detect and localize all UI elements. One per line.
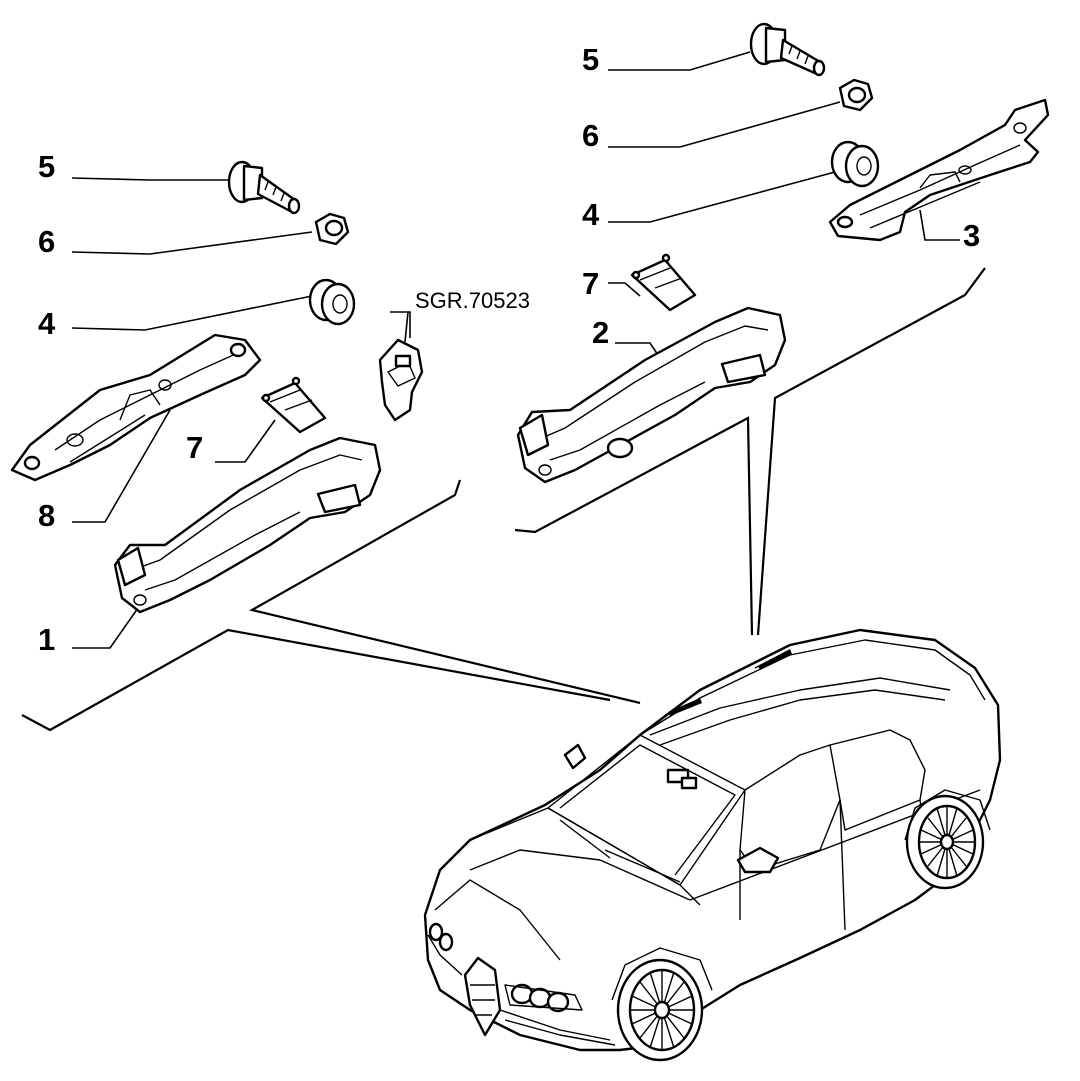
wheel-icon [905, 794, 985, 890]
nut-icon [838, 78, 874, 112]
bracket-icon [10, 333, 262, 482]
door-handle-icon [516, 306, 787, 484]
screw-icon [227, 160, 301, 215]
left-section-frame [21, 479, 641, 732]
callout-left-6: 6 [38, 224, 55, 259]
grommet-icon [308, 278, 356, 326]
callout-numbers: 5 6 4 7 8 1 5 6 4 7 2 3 SGR.70523 [38, 42, 980, 657]
screw-icon [749, 22, 826, 77]
grommet-icon [830, 140, 880, 188]
headlight-icon [428, 922, 454, 952]
callout-left-7: 7 [186, 430, 203, 465]
callout-left-4: 4 [38, 306, 56, 341]
callout-right-2: 2 [592, 315, 609, 350]
car-illustration [423, 628, 1002, 1062]
callout-right-7: 7 [582, 266, 599, 301]
callout-right-6: 6 [582, 118, 599, 153]
seal-icon [378, 338, 424, 422]
callout-right-5: 5 [582, 42, 599, 77]
wheel-icon [616, 958, 704, 1062]
leader-lines [71, 51, 960, 649]
callout-right-3: 3 [963, 218, 980, 253]
nut-icon [314, 212, 350, 246]
reference-code: SGR.70523 [415, 288, 530, 313]
right-section-frame [514, 267, 986, 636]
bracket-icon [828, 98, 1050, 242]
callout-right-4: 4 [582, 197, 600, 232]
callout-left-8: 8 [38, 498, 55, 533]
clip-icon [260, 376, 327, 434]
door-handle-icon [113, 436, 382, 614]
callout-left-1: 1 [38, 622, 55, 657]
headlight-icon [504, 983, 583, 1013]
callout-left-5: 5 [38, 149, 55, 184]
clip-icon [630, 253, 697, 312]
